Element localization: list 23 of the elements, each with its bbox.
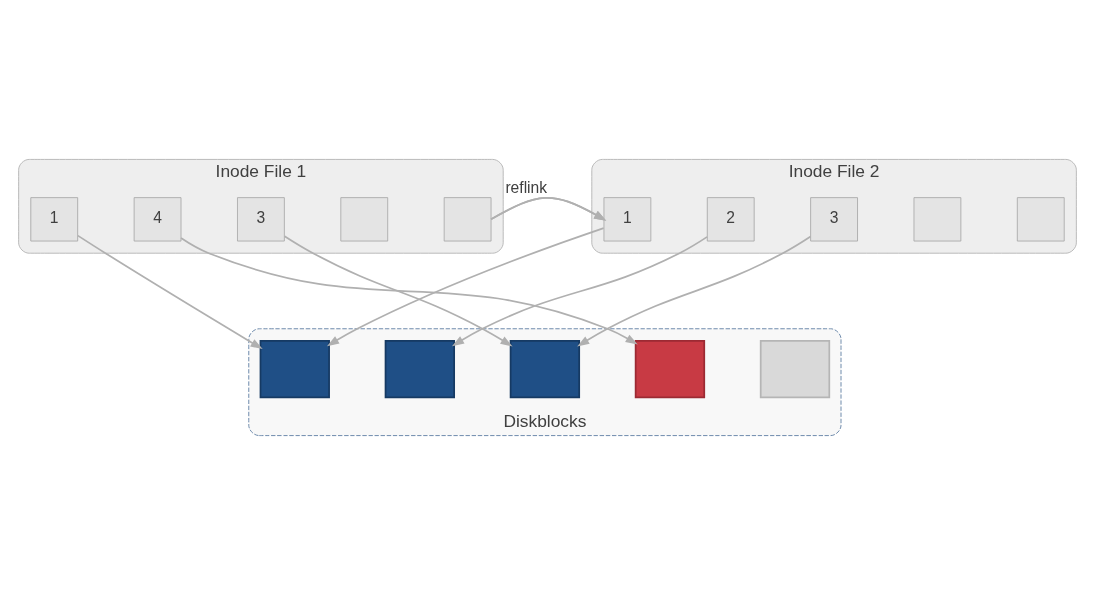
arrow	[326, 227, 605, 347]
node-box	[759, 340, 831, 399]
node-box	[443, 197, 492, 242]
arrow	[577, 235, 812, 347]
arrow	[451, 236, 708, 347]
arrow	[490, 197, 607, 221]
edge-label: reflink	[505, 178, 548, 196]
node-box	[509, 340, 581, 399]
node-box: 1	[30, 197, 79, 242]
node-box	[259, 340, 330, 399]
node-box	[913, 197, 962, 242]
node-box	[384, 340, 455, 399]
node-box: 3	[810, 197, 858, 242]
arrow	[283, 235, 513, 347]
node-box: 3	[237, 197, 285, 242]
node-box: 1	[603, 197, 652, 242]
arrow	[180, 237, 638, 345]
node-box: 2	[706, 197, 755, 242]
node-box: 4	[133, 197, 182, 242]
node-box	[1016, 197, 1065, 242]
node-box	[340, 197, 389, 242]
arrow	[77, 234, 263, 350]
node-box	[634, 340, 706, 399]
